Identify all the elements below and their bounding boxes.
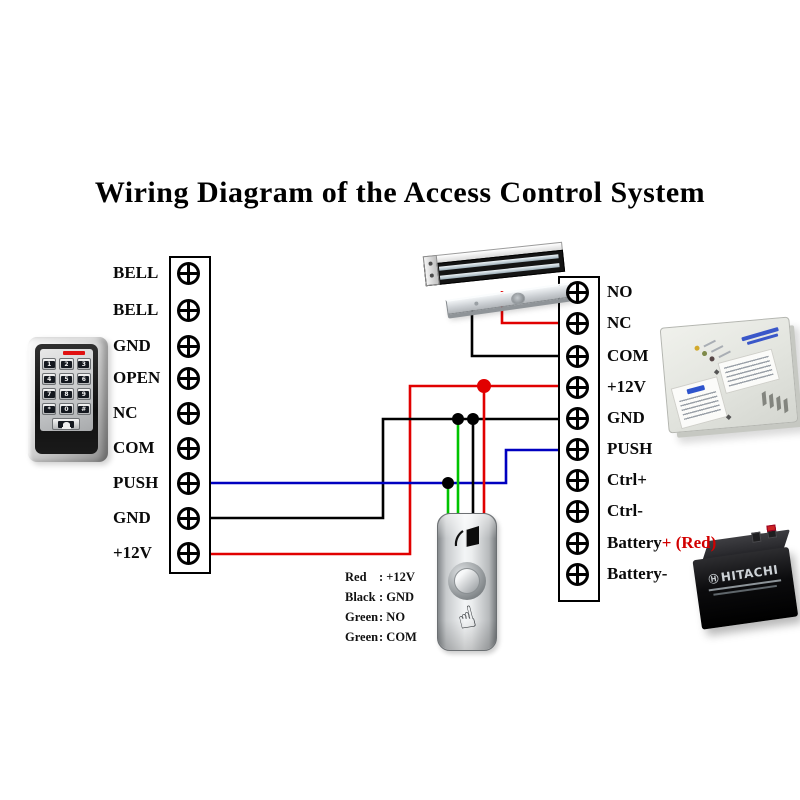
wire-junction-dot xyxy=(452,413,464,425)
keypad-key: 7 xyxy=(42,388,57,400)
armature-dot xyxy=(474,301,479,306)
legend-row: Black: GND xyxy=(345,590,415,604)
screw-terminal-icon xyxy=(565,437,589,461)
keypad-key: 5 xyxy=(59,373,74,385)
screw-terminal-icon xyxy=(176,366,200,390)
wire-junction-dot xyxy=(477,379,491,393)
screw-terminal-icon xyxy=(565,406,589,430)
keypad-led xyxy=(62,351,85,355)
wire-maglock-black-to-com xyxy=(470,299,562,358)
terminal-label: NO xyxy=(607,282,633,301)
push-button xyxy=(448,562,486,600)
screw-terminal-icon xyxy=(176,298,200,322)
keypad-key: 9 xyxy=(76,388,91,400)
keypad-key: 8 xyxy=(59,388,74,400)
diagram-title: Wiring Diagram of the Access Control Sys… xyxy=(94,176,706,209)
terminal-label: Battery- xyxy=(607,564,668,583)
terminal-label: BELL xyxy=(113,263,159,282)
screw-terminal-icon xyxy=(176,541,200,565)
screw-terminal-icon xyxy=(176,506,200,530)
keypad-key: # xyxy=(76,403,91,415)
terminal-label: COM xyxy=(113,438,155,457)
maglock-end-cap xyxy=(422,254,440,287)
terminal-label: +12V xyxy=(607,377,646,396)
terminal-label: GND xyxy=(113,336,151,355)
keypad-key: * xyxy=(42,403,57,415)
keypad-key: 6 xyxy=(76,373,91,385)
keypad-key: 4 xyxy=(42,373,57,385)
terminal-label: +12V xyxy=(113,543,152,562)
keypad-key: 3 xyxy=(76,358,91,370)
hand-press-icon: ☝ xyxy=(453,599,480,638)
terminal-label: GND xyxy=(113,508,151,527)
terminal-label: COM xyxy=(607,346,649,365)
terminal-label: NC xyxy=(113,403,138,422)
legend-row: Green: NO xyxy=(345,610,406,624)
terminal-label: NC xyxy=(607,313,632,332)
terminal-label: Battery+ (Red) xyxy=(607,533,717,552)
screw-terminal-icon xyxy=(565,468,589,492)
wire-keypad-gnd-to-psu-gnd xyxy=(206,417,562,520)
screw-dot-icon xyxy=(429,273,435,278)
screw-dot-icon xyxy=(428,261,433,266)
terminal-label: Ctrl- xyxy=(607,501,643,520)
terminal-label: GND xyxy=(607,408,645,427)
door-exit-icon xyxy=(454,526,479,547)
wire-color-legend: Red: +12V Black: GND Green: NO Green: COM xyxy=(345,567,417,647)
screw-terminal-icon xyxy=(176,401,200,425)
wire-junction-dot xyxy=(442,477,454,489)
screw-terminal-icon xyxy=(565,344,589,368)
terminal-label: Ctrl+ xyxy=(607,470,647,489)
screw-terminal-icon xyxy=(565,375,589,399)
keypad-key: 2 xyxy=(59,358,74,370)
bell-icon xyxy=(61,421,71,429)
exit-button-device: ☝ xyxy=(437,513,497,651)
screw-terminal-icon xyxy=(565,499,589,523)
legend-row: Red: +12V xyxy=(345,570,415,584)
legend-row: Green: COM xyxy=(345,630,417,644)
terminal-label: OPEN xyxy=(113,368,161,387)
terminal-label: BELL xyxy=(113,300,159,319)
armature-hole xyxy=(510,291,527,306)
screw-terminal-icon xyxy=(176,471,200,495)
wire-keypad-push-to-psu-push xyxy=(206,448,562,485)
screw-terminal-icon xyxy=(565,531,589,555)
wire-junction-dot xyxy=(467,413,479,425)
terminal-label: PUSH xyxy=(113,473,159,492)
keypad-bell-key xyxy=(52,418,81,430)
screw-terminal-icon xyxy=(565,311,589,335)
keypad-key: 1 xyxy=(42,358,57,370)
screw-terminal-icon xyxy=(176,334,200,358)
terminal-label: PUSH xyxy=(607,439,653,458)
screw-terminal-icon xyxy=(565,280,589,304)
screw-terminal-icon xyxy=(176,436,200,460)
keypad-key: 0 xyxy=(59,403,74,415)
screw-terminal-icon xyxy=(565,562,589,586)
screw-terminal-icon xyxy=(176,261,200,285)
